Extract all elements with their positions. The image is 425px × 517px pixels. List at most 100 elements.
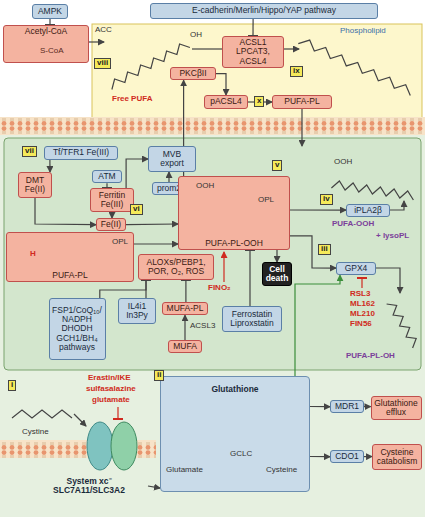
node-text: ALOXs/PEBP1, POR, O₂, ROS [141,258,211,277]
node-text: iPLA2β [354,206,382,215]
metabolite-box: Acetyl-CoA [3,25,89,63]
node-text: MUFA-PL [167,304,204,313]
inhibition-connector [100,280,146,298]
text-label: OOH [334,158,352,167]
node-text: Tf/TFR1 Fe(III) [53,148,109,157]
callout-number: vii [22,146,37,157]
node-text: ATM [98,172,115,181]
receptor-box: Tf/TFR1 Fe(III) [44,146,118,160]
text-label: ML210 [350,310,375,319]
node-text: Cell death [265,265,289,284]
pathway-box: FSP1/CoQ₁₀/ NADPH DHODH GCH1/BH₄ pathway… [49,298,106,360]
inhibitor-box: Ferrostatin Liproxstatin [222,306,282,332]
text-label: Cysteine [266,466,297,475]
node-text: System xc⁻ [66,477,111,486]
arrow-connector [216,74,226,95]
outcome-box: Cell death [262,262,292,286]
node-text: Fe(II) [101,220,121,229]
enzyme-box: pACSL4 [204,95,248,109]
lipid-box: PUFA-PL [272,95,332,109]
arrow-connector [290,209,346,210]
node-text: Cysteine catabolism [375,448,419,467]
node-text: MDR1 [335,402,359,411]
text-label: OPL [112,238,128,247]
enzyme-box: IL4i1 In3Py [118,298,156,324]
node-text: LPCAT3, ACSL4 [225,47,281,66]
text-label: GCLC [230,450,252,459]
node-text: Acetyl-CoA [25,27,68,36]
callout-number: iii [318,244,331,255]
node-text: CDO1 [335,452,359,461]
node-text: Fe(III) [101,200,124,209]
process-box: MVB export [148,146,196,172]
text-label: ML162 [350,300,375,309]
node-text: IL4i1 In3Py [121,302,153,321]
node-text: Glutathione [211,385,258,394]
iron-box: Fe(II) [96,218,126,231]
transporter-label: System xc⁻SLC7A11/SLC3A2 [30,472,148,500]
iron-box: DMTFe(II) [18,172,52,198]
enzyme-box: GPX4 [336,262,376,275]
text-label: FIN56 [350,320,372,329]
outcome-box: Glutathione efflux [371,396,422,420]
arrow-connector [126,159,148,188]
text-label: Glutamate [166,466,203,475]
node-text: PKCβII [179,69,206,78]
text-label: glutamate [92,396,130,405]
enzyme-box: ALOXs/PEBP1, POR, O₂, ROS [138,254,214,280]
text-label: FINO₂ [208,284,231,293]
node-text: SLC7A11/SLC3A2 [53,486,125,495]
callout-number: v [272,160,282,171]
arrow-connector [126,223,178,225]
enzyme-box: CDO1 [330,450,364,463]
fatty-acid-chain [298,40,410,96]
arrow-connector [184,315,185,340]
callout-number: iv [320,194,333,205]
node-text: Ferrostatin Liproxstatin [225,310,279,329]
text-label: Cystine [22,428,49,437]
callout-number: x [254,96,264,107]
arrow-connector [310,456,330,457]
outcome-box: Cysteine catabolism [372,444,422,470]
node-text: E-cadherin/Merlin/Hippo/YAP pathway [192,6,336,15]
node-text: AMPK [38,7,62,16]
text-label: OOH [196,182,214,191]
synthesis-box: Glutathione [160,376,310,492]
text-label: + lysoPL [376,232,409,241]
callout-number: i [8,380,16,391]
callout-number: viii [94,58,111,69]
lipid-box: PUFA-PL-OOH [178,176,290,250]
text-label: Erastin/IKE [88,374,131,383]
text-label: S-CoA [40,47,64,56]
callout-number: vi [130,204,143,215]
arrow-connector [364,406,371,407]
text-label: RSL3 [350,290,370,299]
node-text: pACSL4 [210,97,242,106]
text-label: PUFA-OOH [332,220,374,229]
arrow-connector [49,160,50,172]
node-text: PUFA-PL [52,271,87,280]
text-label: Free PUFA [112,95,152,104]
node-text: MVB export [151,150,193,169]
enzyme-box: PKCβII [170,67,216,80]
transporter-box: MDR1 [330,400,364,413]
arrow-connector [168,172,169,182]
enzyme-box: iPLA2β [346,204,390,217]
pathway-box: E-cadherin/Merlin/Hippo/YAP pathway [150,3,378,19]
node-text: Ferritin [99,191,125,200]
text-label: sulfasalazine [86,385,136,394]
node-text: PUFA-PL [284,97,319,106]
regulator-box: ATM [92,170,122,183]
node-text: FSP1/CoQ₁₀/ NADPH DHODH GCH1/BH₄ pathway… [52,306,103,353]
lipid-box: MUFA-PL [162,302,208,315]
node-text: MUFA [173,342,197,351]
inhibition-connector [249,250,250,306]
arrow-connector [134,243,178,244]
text-label: PUFA-PL-OH [346,352,395,361]
regulator-box: AMPK [32,4,68,19]
text-label: ACSL3 [190,322,215,331]
arrow-connector [276,250,277,262]
enzyme-box: ACSL1LPCAT3, ACSL4 [222,36,284,68]
node-text: PUFA-PL-OOH [205,239,263,248]
fatty-acid-chain [331,181,413,200]
